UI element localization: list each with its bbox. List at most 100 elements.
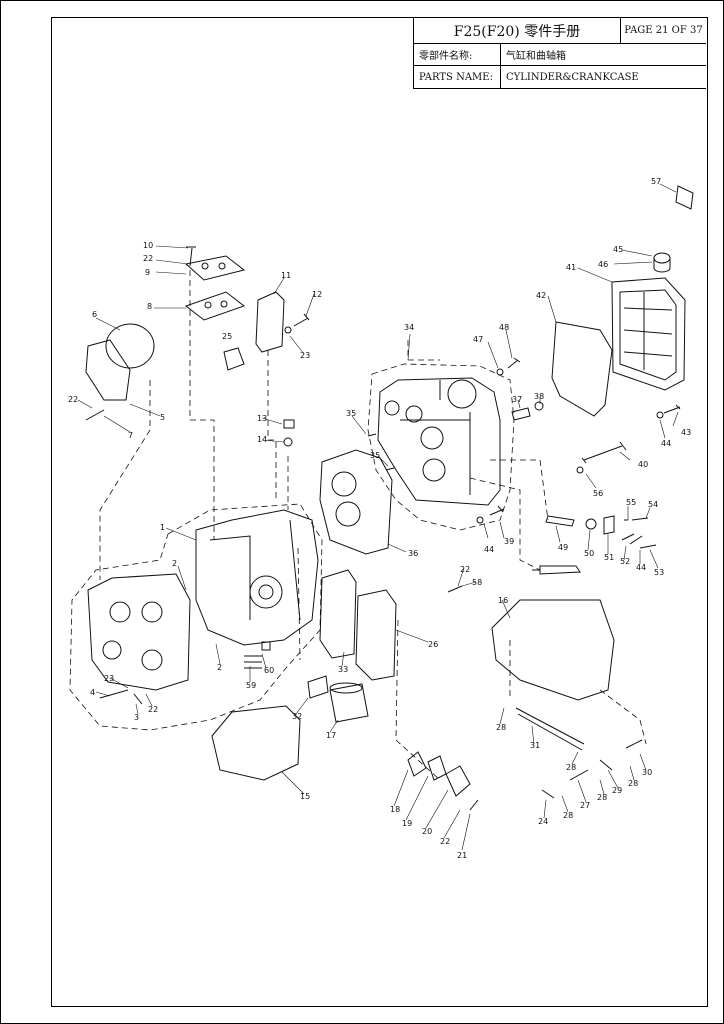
part-9-plate: [184, 255, 246, 281]
callout-label: 5: [160, 413, 165, 422]
callout-label: 6: [92, 310, 97, 319]
callout-label: 33: [338, 665, 348, 674]
callout-label: 23: [300, 351, 310, 360]
assembly-line: [599, 689, 647, 745]
spark-plug: [532, 565, 581, 575]
callout-label: 39: [504, 537, 514, 546]
callout-label: 28: [566, 763, 576, 772]
part-12-bolt: [293, 313, 310, 327]
part-27-fitting: [569, 769, 589, 781]
part-38-ring: [534, 401, 544, 411]
callout-label: 23: [104, 674, 114, 683]
part-48-bolt: [507, 357, 521, 369]
part-43-bolt: [663, 404, 681, 414]
part-5-cover: [85, 339, 131, 401]
part-33-gasket: [319, 569, 357, 659]
part-34-cylinder-block: [377, 377, 501, 506]
cn-parts-name-label: 零部件名称:: [419, 50, 473, 62]
callout-label: 29: [612, 786, 622, 795]
part-1-crankcase-front: [87, 573, 191, 691]
callout-label: 7: [128, 431, 133, 440]
callout-label: 32: [292, 712, 302, 721]
callout-label: 46: [598, 260, 608, 269]
callout-label: 53: [654, 568, 664, 577]
part-53-bolt: [639, 544, 657, 549]
callout-label: 27: [580, 801, 590, 810]
callout-label: 49: [558, 543, 568, 552]
part-18-housing: [407, 751, 427, 777]
callout-label: 15: [300, 792, 310, 801]
callout-label: 31: [530, 741, 540, 750]
part-52-bolt: [621, 533, 643, 545]
drawing-frame: [51, 17, 708, 1007]
callout-label: 17: [326, 731, 336, 740]
cn-parts-name-value: 气缸和曲轴箱: [506, 50, 566, 62]
callout-label: 42: [536, 291, 546, 300]
callout-label: 38: [534, 392, 544, 401]
callout-label: 55: [626, 498, 636, 507]
callout-label: 47: [473, 335, 483, 344]
part-45-cap: [653, 252, 671, 273]
callout-label: 48: [499, 323, 509, 332]
part-29-fitting: [599, 759, 613, 771]
part-57-sticker: [675, 185, 694, 210]
assembly-line: [469, 477, 541, 571]
model-title: F25(F20) 零件手册: [453, 23, 581, 40]
callout-label: 58: [472, 578, 482, 587]
callout-label: 36: [408, 549, 418, 558]
callout-label: 10: [143, 241, 153, 250]
callout-label: 35: [346, 409, 356, 418]
part-15-cover: [211, 705, 301, 781]
callout-label: 59: [246, 681, 256, 690]
page-number: PAGE 21 OF 37: [624, 25, 703, 36]
callout-label: 37: [512, 395, 522, 404]
part-16-housing: [491, 599, 615, 701]
callout-label: 50: [584, 549, 594, 558]
assembly-line: [189, 270, 215, 540]
assembly-line: [267, 350, 277, 500]
callout-label: 1: [160, 523, 165, 532]
callout-label: 22: [68, 395, 78, 404]
callout-label: 44: [636, 563, 646, 572]
part-44-washer-b: [476, 516, 484, 524]
part-56-washer: [576, 466, 584, 474]
callout-label: 28: [563, 811, 573, 820]
part-23-washer: [284, 326, 292, 334]
callout-label: 26: [428, 640, 438, 649]
assembly-group-outline: [69, 503, 323, 731]
callout-label: 44: [484, 545, 494, 554]
callout-label: 4: [90, 688, 95, 697]
part-42-gasket: [551, 321, 613, 417]
callout-label: 45: [613, 245, 623, 254]
en-name-row: PARTS NAME: CYLINDER&CRANKCASE: [414, 66, 706, 88]
callout-label: 54: [648, 500, 658, 509]
callout-label: 28: [597, 793, 607, 802]
callout-label: 3: [134, 713, 139, 722]
callout-label: 21: [457, 851, 467, 860]
callout-label: 30: [642, 768, 652, 777]
callout-label: 35: [370, 451, 380, 460]
part-20-cover: [445, 765, 471, 797]
callout-label: 19: [402, 819, 412, 828]
callout-label: 11: [281, 271, 291, 280]
callout-label: 14: [257, 435, 267, 444]
callout-label: 57: [651, 177, 661, 186]
callout-label: 41: [566, 263, 576, 272]
part-41-cover: [611, 277, 686, 391]
callout-label: 22: [440, 837, 450, 846]
part-25-thermostat: [223, 347, 245, 371]
callout-label: 52: [620, 557, 630, 566]
callout-label: 2: [217, 663, 222, 672]
callout-label: 56: [593, 489, 603, 498]
part-4-bolt: [99, 689, 129, 699]
callout-label: 34: [404, 323, 414, 332]
part-17-oil-filter: [329, 683, 369, 723]
callout-label: 44: [661, 439, 671, 448]
part-60-plug: [261, 641, 271, 651]
callout-label: 12: [312, 290, 322, 299]
callout-label: 9: [145, 268, 150, 277]
part-30-hose: [625, 739, 643, 749]
part-47-washer: [496, 368, 504, 376]
callout-label: 8: [147, 302, 152, 311]
callout-label: 2: [172, 559, 177, 568]
